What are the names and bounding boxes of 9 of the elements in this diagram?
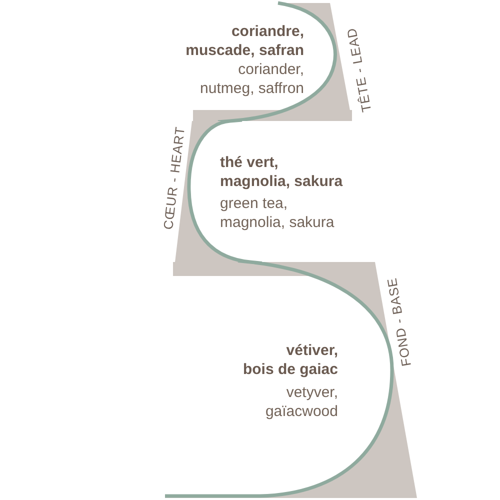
heading-text: thé vert, magnolia, sakura [220, 153, 343, 191]
translation-text: vetyver, gaïacwood [265, 383, 338, 421]
heading-text: vétiver, bois de gaiac [242, 341, 338, 379]
translation-text: coriander, nutmeg, saffron [200, 60, 304, 98]
translation-text: green tea, magnolia, sakura [220, 194, 334, 232]
tier-label: FOND - BASE [384, 276, 414, 368]
tier-label: TÊTE - LEAD [344, 26, 374, 114]
tier-label: CŒUR - HEART [160, 126, 188, 230]
heading-text: coriandre, muscade, safran [186, 22, 304, 60]
